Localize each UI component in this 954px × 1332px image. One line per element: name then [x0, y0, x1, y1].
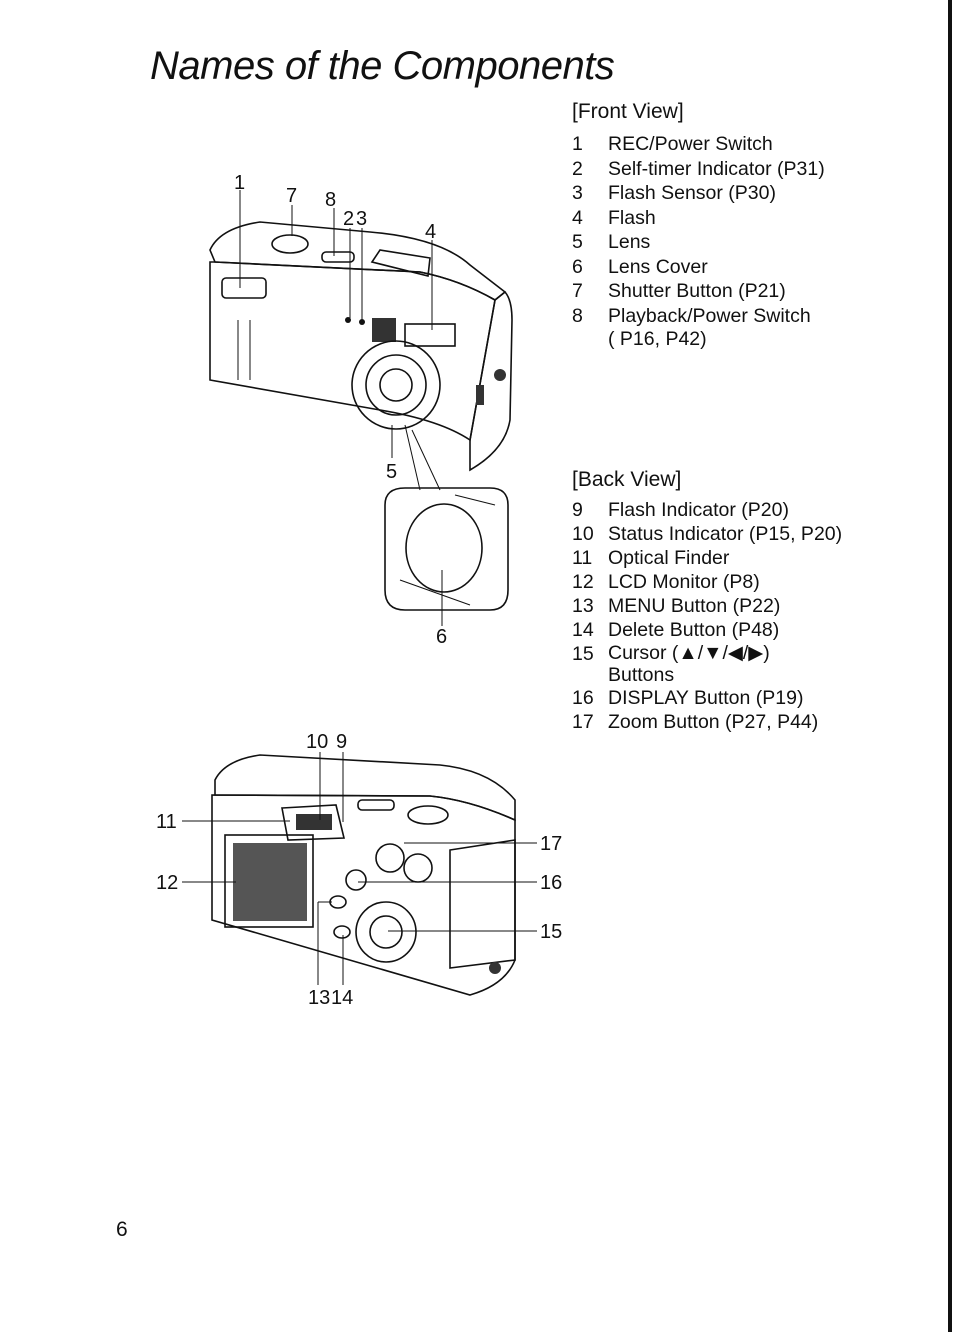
- legend-label-main: Cursor (▲/▼/◀/▶): [608, 642, 770, 664]
- legend-label: Delete Button (P48): [608, 619, 780, 641]
- camera-front-drawing: [209, 221, 513, 472]
- legend-label: Lens: [608, 231, 651, 253]
- legend-item: 2 Self-timer Indicator (P31): [572, 157, 825, 182]
- legend-number: 8: [572, 304, 583, 327]
- legend-number: 9: [572, 499, 583, 521]
- legend-item: 1 REC/Power Switch: [572, 132, 825, 157]
- callout-5: 5: [386, 461, 397, 483]
- front-callouts: 1 7 8 2 3 4 5 6: [234, 172, 447, 648]
- legend-label: Flash Indicator (P20): [608, 499, 789, 521]
- legend-item: 15 Cursor (▲/▼/◀/▶)Buttons: [572, 642, 842, 686]
- legend-label: Cursor (▲/▼/◀/▶)Buttons: [608, 642, 842, 686]
- legend-item: 17 Zoom Button (P27, P44): [572, 710, 842, 734]
- legend-number: 6: [572, 255, 583, 278]
- legend-item: 13 MENU Button (P22): [572, 594, 842, 618]
- legend-label: Optical Finder: [608, 547, 730, 569]
- legend-item: 3 Flash Sensor (P30): [572, 181, 825, 206]
- legend-number: 11: [572, 547, 593, 569]
- legend-number: 16: [572, 687, 594, 709]
- legend-number: 1: [572, 133, 583, 155]
- back-view-heading: [Back View]: [572, 468, 682, 491]
- callout-9: 9: [336, 731, 347, 753]
- legend-label: LCD Monitor (P8): [608, 571, 760, 593]
- legend-label: Zoom Button (P27, P44): [608, 711, 819, 733]
- legend-number: 4: [572, 206, 583, 229]
- legend-item: 14 Delete Button (P48): [572, 618, 842, 642]
- page-number: 6: [116, 1218, 128, 1241]
- callout-7: 7: [286, 185, 297, 207]
- legend-item: 11 Optical Finder: [572, 546, 842, 570]
- legend-label: Shutter Button (P21): [608, 280, 786, 302]
- callout-4: 4: [425, 221, 436, 243]
- legend-item: 8 Playback/Power Switch( P16, P42): [572, 304, 825, 351]
- legend-item: 9 Flash Indicator (P20): [572, 498, 842, 522]
- callout-16: 16: [540, 872, 562, 894]
- legend-number: 10: [572, 523, 594, 545]
- legend-label: Playback/Power Switch( P16, P42): [608, 304, 825, 351]
- front-view-heading: [Front View]: [572, 100, 684, 123]
- legend-number: 7: [572, 280, 583, 302]
- legend-label: Flash: [608, 206, 656, 229]
- legend-item: 7 Shutter Button (P21): [572, 279, 825, 304]
- callout-8: 8: [325, 189, 336, 211]
- camera-back-drawing: [211, 754, 516, 996]
- legend-item: 12 LCD Monitor (P8): [572, 570, 842, 594]
- legend-number: 12: [572, 571, 594, 593]
- page-title: Names of the Components: [150, 44, 615, 88]
- callout-6: 6: [436, 626, 447, 648]
- legend-number: 17: [572, 711, 594, 733]
- legend-item: 6 Lens Cover: [572, 255, 825, 280]
- back-callouts: 10 9 11 12 17 16 15 13 14: [156, 731, 562, 1009]
- callout-13: 13: [308, 987, 330, 1009]
- legend-number: 3: [572, 182, 583, 204]
- legend-label: Lens Cover: [608, 255, 708, 278]
- legend-item: 5 Lens: [572, 230, 825, 255]
- legend-number: 15: [572, 643, 594, 665]
- lens-cover-inset: [384, 424, 509, 611]
- callout-12: 12: [156, 872, 178, 894]
- front-view-legend: 1 REC/Power Switch 2 Self-timer Indicator …: [572, 132, 825, 350]
- legend-label-sub: ( P16, P42): [608, 328, 707, 350]
- page-edge-border: [948, 0, 952, 1332]
- callout-17: 17: [540, 833, 562, 855]
- callout-14: 14: [331, 987, 353, 1009]
- callout-15: 15: [540, 921, 562, 943]
- legend-label-main: Playback/Power Switch: [608, 304, 811, 327]
- legend-item: 4 Flash: [572, 206, 825, 231]
- legend-label-sub: Buttons: [608, 664, 675, 686]
- callout-2: 2: [343, 208, 354, 230]
- legend-item: 10 Status Indicator (P15, P20): [572, 522, 842, 546]
- legend-label: Self-timer Indicator (P31): [608, 157, 825, 180]
- legend-number: 2: [572, 157, 583, 180]
- callout-1: 1: [234, 172, 245, 194]
- legend-label: Status Indicator (P15, P20): [608, 523, 843, 545]
- callout-11: 11: [156, 811, 177, 833]
- legend-label: DISPLAY Button (P19): [608, 687, 804, 709]
- legend-label: Flash Sensor (P30): [608, 182, 776, 204]
- callout-10: 10: [306, 731, 328, 753]
- legend-label: MENU Button (P22): [608, 595, 781, 617]
- legend-number: 13: [572, 595, 594, 617]
- legend-number: 14: [572, 619, 594, 641]
- back-view-legend: 9 Flash Indicator (P20) 10 Status Indicato…: [572, 498, 842, 734]
- legend-number: 5: [572, 231, 583, 253]
- legend-label: REC/Power Switch: [608, 133, 773, 155]
- legend-item: 16 DISPLAY Button (P19): [572, 686, 842, 710]
- callout-3: 3: [356, 208, 367, 230]
